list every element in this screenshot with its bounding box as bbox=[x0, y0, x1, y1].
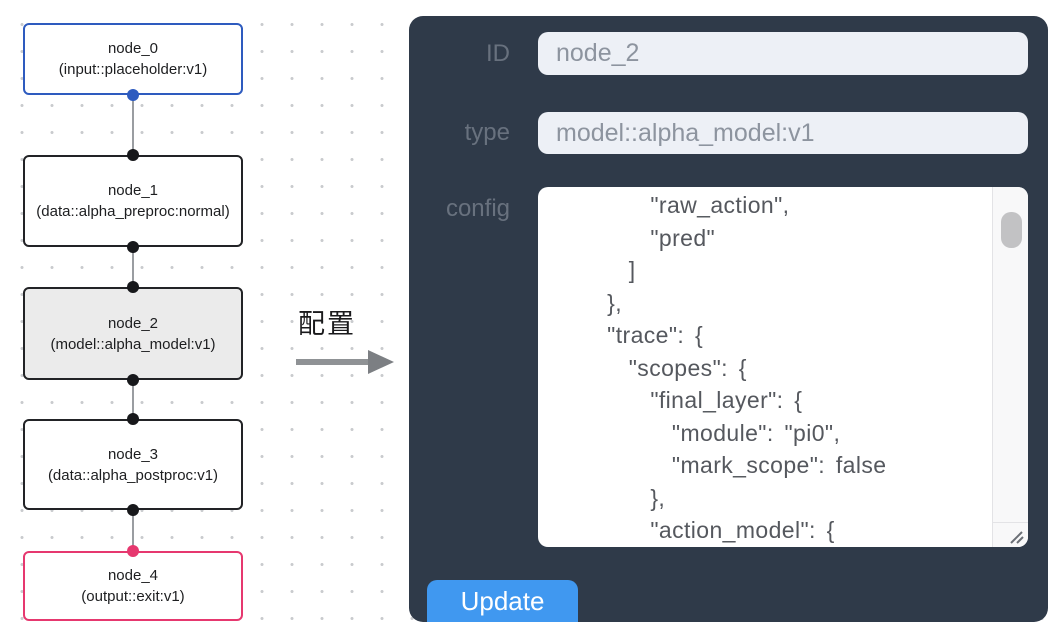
config-field-label: config bbox=[445, 195, 510, 222]
node-type-label: (data::alpha_preproc:normal) bbox=[36, 203, 230, 220]
target-handle-icon[interactable] bbox=[127, 545, 139, 557]
node-title: node_3 bbox=[107, 445, 159, 463]
type-field-label: type bbox=[464, 119, 510, 146]
node-type-label: (output::exit:v1) bbox=[81, 588, 185, 605]
source-handle-icon[interactable] bbox=[127, 374, 139, 386]
annotation-label: 配置 bbox=[298, 309, 356, 339]
target-handle-icon[interactable] bbox=[127, 413, 139, 425]
source-handle-icon[interactable] bbox=[127, 241, 139, 253]
source-handle-icon[interactable] bbox=[127, 89, 139, 101]
node-title: node_4 bbox=[107, 567, 159, 584]
id-field-label: ID bbox=[486, 40, 510, 67]
target-handle-icon[interactable] bbox=[127, 149, 139, 161]
flow-node-preproc[interactable]: node_1 (data::alpha_preproc:normal) bbox=[23, 149, 243, 253]
right-arrow-icon bbox=[296, 350, 394, 374]
flow-node-output[interactable]: node_4 (output::exit:v1) bbox=[23, 545, 243, 621]
config-editor[interactable]: "raw_action", "pred" ] }, "trace": { "sc… bbox=[538, 187, 1028, 547]
flow-node-model-selected[interactable]: node_2 (model::alpha_model:v1) bbox=[23, 281, 243, 386]
edge-node3-node4[interactable] bbox=[132, 509, 134, 552]
edge-node0-node1[interactable] bbox=[132, 94, 134, 156]
node-type-label: (model::alpha_model:v1) bbox=[50, 335, 216, 353]
config-annotation: 配置 bbox=[294, 302, 404, 375]
edge-node1-node2[interactable] bbox=[132, 246, 134, 288]
node-type-label: (data::alpha_postproc:v1) bbox=[47, 466, 219, 484]
id-input[interactable] bbox=[538, 32, 1028, 75]
source-handle-icon[interactable] bbox=[127, 504, 139, 516]
resize-corner[interactable] bbox=[992, 522, 1028, 547]
resize-handle-icon bbox=[1010, 531, 1024, 544]
edge-node2-node3[interactable] bbox=[132, 379, 134, 420]
node-config-panel: ID type config "raw_action", "pred" ] },… bbox=[409, 16, 1048, 622]
target-handle-icon[interactable] bbox=[127, 281, 139, 293]
config-scrollbar[interactable] bbox=[992, 187, 1028, 522]
node-title: node_1 bbox=[107, 182, 159, 199]
update-button[interactable]: Update bbox=[427, 580, 578, 622]
flow-node-input[interactable]: node_0 (input::placeholder:v1) bbox=[23, 23, 243, 101]
node-title: node_2 bbox=[107, 314, 159, 332]
type-input[interactable] bbox=[538, 112, 1028, 154]
config-json-text[interactable]: "raw_action", "pred" ] }, "trace": { "sc… bbox=[607, 192, 887, 543]
flow-node-postproc[interactable]: node_3 (data::alpha_postproc:v1) bbox=[23, 413, 243, 516]
node-type-label: (input::placeholder:v1) bbox=[58, 61, 208, 78]
scrollbar-thumb[interactable] bbox=[1001, 212, 1022, 248]
node-title: node_0 bbox=[107, 40, 159, 57]
